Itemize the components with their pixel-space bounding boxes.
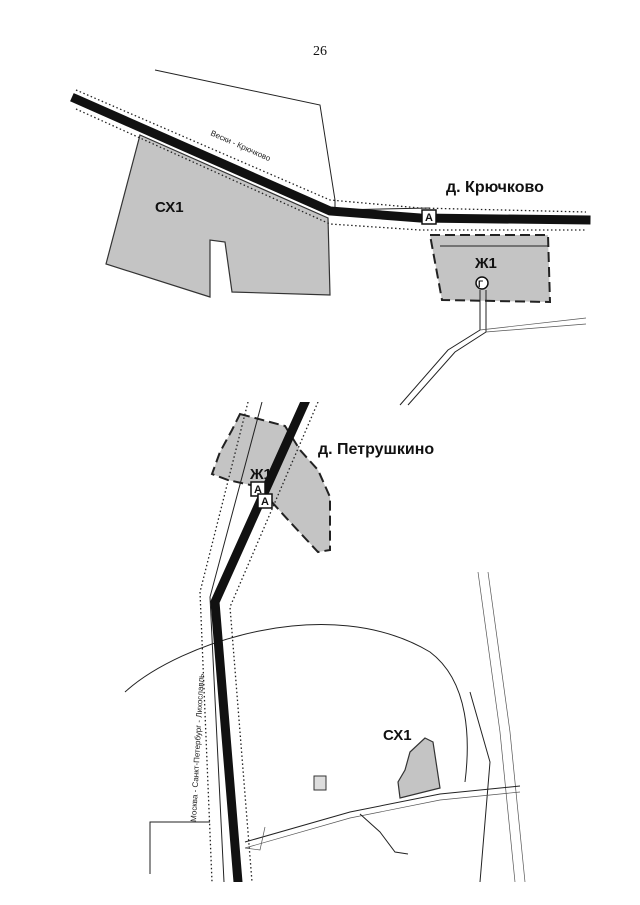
page-number: 26 xyxy=(313,44,327,59)
zone-zh1-label: Ж1 xyxy=(249,466,272,483)
main-road xyxy=(210,402,310,882)
village-label: д. Петрушкино xyxy=(318,441,434,458)
road-edge-line xyxy=(199,402,249,882)
boundary-line xyxy=(154,69,336,210)
marker-g: Г xyxy=(475,276,489,290)
building-icon xyxy=(313,775,327,791)
road-edge-line xyxy=(209,402,263,882)
zone-sx1-area xyxy=(397,737,441,799)
local-road xyxy=(244,826,266,851)
local-road xyxy=(407,290,487,406)
svg-text:Г: Г xyxy=(478,279,483,289)
svg-text:А: А xyxy=(261,496,269,508)
map-krjuchkovo: Вески - Крючково д. Крючково СХ1 Ж1 А Г xyxy=(0,60,640,410)
local-road xyxy=(485,323,587,333)
map-petrushkino: д. Петрушкино Ж1 СХ1 Москва - Санкт-Пете… xyxy=(0,402,640,882)
rail-line xyxy=(469,691,491,882)
rail-line xyxy=(487,571,526,882)
zone-sx1-label: СХ1 xyxy=(383,727,412,744)
rail-line xyxy=(477,571,516,882)
road-label: Москва - Санкт-Петербург - Лихославль xyxy=(189,673,206,822)
boundary-arc xyxy=(124,624,468,783)
local-road xyxy=(149,821,210,874)
svg-text:А: А xyxy=(254,484,262,496)
local-road xyxy=(479,317,587,331)
road-edge-line xyxy=(75,108,586,231)
local-road xyxy=(359,813,409,855)
marker-a: А xyxy=(257,493,273,509)
village-label: д. Крючково xyxy=(446,179,544,196)
zone-zh1-label: Ж1 xyxy=(474,255,497,272)
svg-text:А: А xyxy=(425,212,433,224)
marker-a: А xyxy=(421,209,437,225)
local-road xyxy=(244,791,521,849)
zone-sx1-area xyxy=(105,134,331,298)
zone-sx1-label: СХ1 xyxy=(155,199,184,216)
zone-zh1-area xyxy=(428,234,552,304)
local-road xyxy=(244,785,521,843)
main-road xyxy=(70,93,591,225)
local-road xyxy=(399,290,481,406)
